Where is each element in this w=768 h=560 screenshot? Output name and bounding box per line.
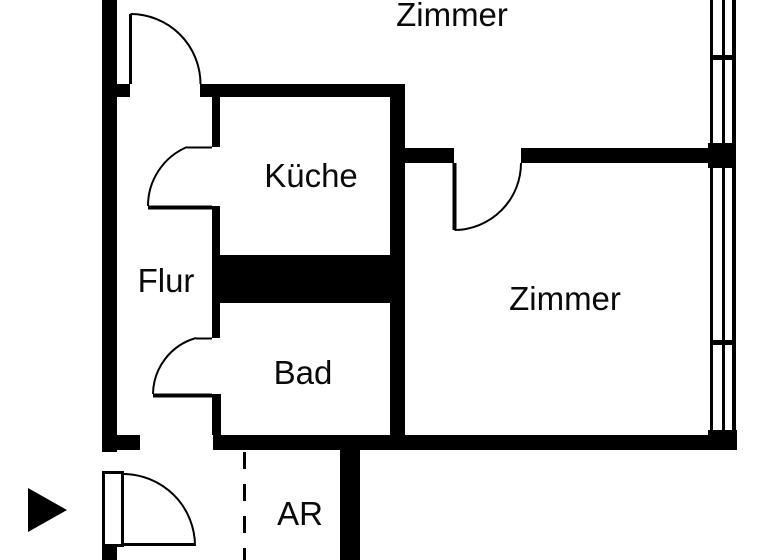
wall-kueche-top <box>200 84 405 97</box>
window-glazing-line <box>722 0 725 432</box>
room-label-zimmer-top: Zimmer <box>396 0 508 33</box>
door-arc-kueche <box>146 146 188 207</box>
window-divider-tick-bottom <box>710 340 736 345</box>
room-labels: Zimmer Küche Flur Zimmer Bad AR <box>138 0 621 532</box>
door-arc-zimmer-right <box>454 162 522 231</box>
room-label-flur: Flur <box>138 262 195 299</box>
door-arc-zimmer-top <box>130 13 202 85</box>
room-label-kueche: Küche <box>264 157 358 194</box>
window-band <box>710 0 736 432</box>
wall-bottom-exterior <box>213 435 737 450</box>
wall-stub-top-door <box>117 84 130 97</box>
wall-zimmer-divider-left <box>405 148 454 163</box>
wall-bad-left-lower <box>212 394 221 435</box>
room-label-bad: Bad <box>274 354 333 391</box>
wall-bad-left-upper <box>212 303 220 338</box>
door-arc-bad <box>152 337 197 395</box>
window-inner-line <box>710 0 713 432</box>
wall-shaft-band <box>212 255 405 303</box>
window-outer-line <box>732 0 736 432</box>
doors <box>102 13 522 547</box>
wall-window-corner <box>708 430 737 450</box>
wall-bottom-stub <box>117 435 140 450</box>
room-label-ar: AR <box>277 495 323 532</box>
wall-ar-right <box>340 435 360 560</box>
wall-left-exterior-lower <box>102 546 117 560</box>
door-arc-entrance <box>122 473 196 547</box>
room-label-zimmer-right: Zimmer <box>509 280 621 317</box>
wall-left-exterior <box>102 0 117 452</box>
walls <box>102 0 737 560</box>
wall-kueche-left-upper <box>212 97 220 147</box>
wall-kueche-right <box>390 84 405 435</box>
window-divider-tick-top <box>710 55 736 60</box>
wall-kueche-left-lower <box>212 206 220 255</box>
entrance-door-frame <box>102 471 124 547</box>
wall-zimmer-divider-right <box>521 148 708 163</box>
entrance-arrow-icon <box>28 488 67 532</box>
